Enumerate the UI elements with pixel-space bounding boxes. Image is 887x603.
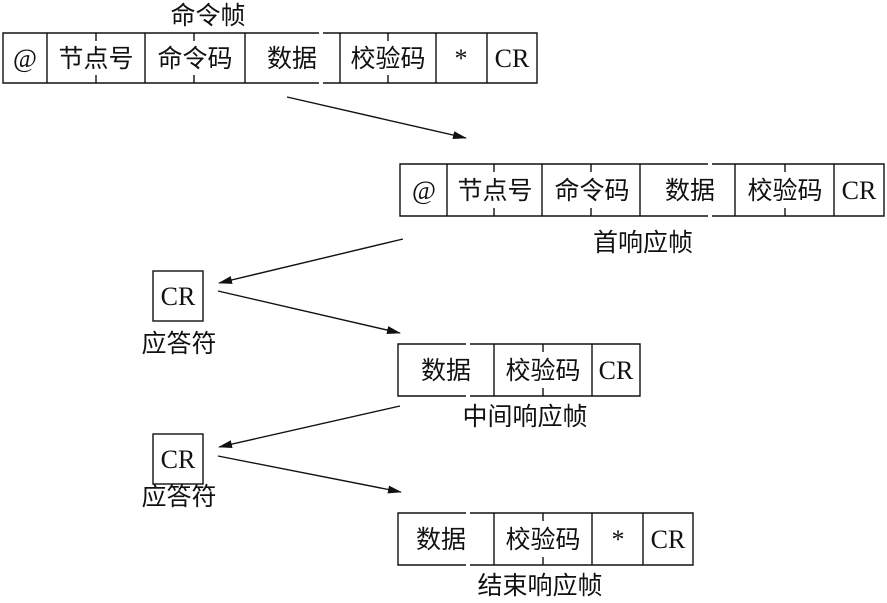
command-frame-caption: 命令帧 <box>170 1 245 30</box>
middle-response-cell-data: 数据 <box>421 356 471 385</box>
end-response-cell-cr: CR <box>651 525 686 554</box>
first-response-border-right <box>716 163 885 217</box>
command-cell-data: 数据 <box>267 44 317 73</box>
command-frame <box>2 32 538 84</box>
ack-2-caption: 应答符 <box>141 482 216 511</box>
ack-1-caption: 应答符 <box>141 329 216 358</box>
middle-response-frame <box>397 343 641 397</box>
arrow-ack-1-to-middle-response <box>217 290 401 334</box>
first-response-caption: 首响应帧 <box>593 228 693 257</box>
first-response-cell-cr: CR <box>842 176 877 205</box>
arrow-first-response-to-ack-1 <box>218 238 404 284</box>
first-response-cell-at: @ <box>412 176 436 205</box>
end-response-border-right <box>473 512 694 566</box>
ack-box-2 <box>152 433 204 485</box>
end-response-cell-star: * <box>612 525 625 554</box>
ack-box-1 <box>152 270 204 322</box>
first-response-frame <box>399 163 885 217</box>
middle-response-caption: 中间响应帧 <box>462 402 587 431</box>
command-cell-code: 命令码 <box>157 44 232 73</box>
first-response-border-left <box>399 163 703 217</box>
first-response-cell-data: 数据 <box>665 176 715 205</box>
middle-response-cell-cr: CR <box>599 356 634 385</box>
end-response-cell-checksum: 校验码 <box>505 525 580 554</box>
command-frame-border-left <box>2 32 314 84</box>
end-response-border-left <box>397 512 461 566</box>
command-frame-border-right <box>326 32 538 84</box>
end-response-cell-data: 数据 <box>416 525 466 554</box>
ack-2-label: CR <box>161 445 196 474</box>
end-response-frame <box>397 512 694 566</box>
middle-response-border-right <box>473 343 641 397</box>
command-cell-cr: CR <box>495 44 530 73</box>
ack-1-label: CR <box>161 282 196 311</box>
middle-response-border-left <box>397 343 461 397</box>
first-response-cell-checksum: 校验码 <box>747 176 822 205</box>
arrow-ack-2-to-end-response <box>217 455 402 494</box>
end-response-caption: 结束响应帧 <box>477 571 602 600</box>
arrow-middle-response-to-ack-2 <box>218 405 401 449</box>
command-cell-star: * <box>455 44 468 73</box>
arrow-command-to-first-response <box>286 96 467 139</box>
middle-response-cell-checksum: 校验码 <box>505 356 580 385</box>
command-cell-checksum: 校验码 <box>350 44 425 73</box>
first-response-cell-code: 命令码 <box>554 176 629 205</box>
command-cell-at: @ <box>13 44 37 73</box>
first-response-cell-node: 节点号 <box>457 176 532 205</box>
command-cell-node: 节点号 <box>58 44 133 73</box>
